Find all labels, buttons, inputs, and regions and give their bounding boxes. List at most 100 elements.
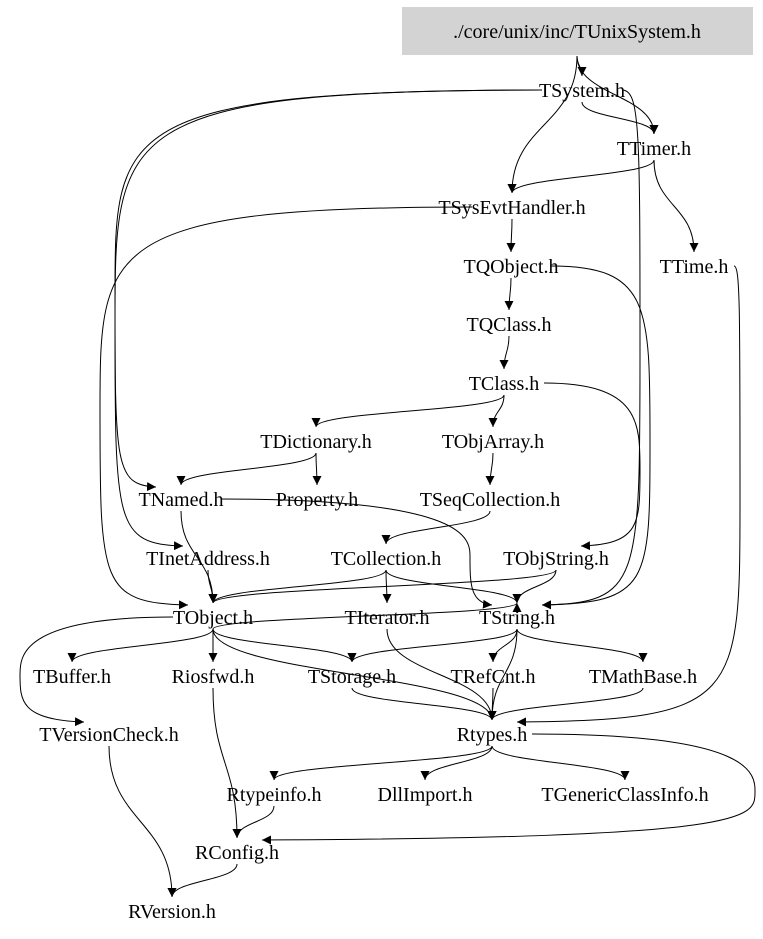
edge-TObjArray-to-TSeqCollection (485, 452, 495, 486)
edge-TDictionary-to-Property (312, 452, 322, 486)
graph-node[interactable]: TTimer.h (617, 138, 691, 160)
edge-TQObject-to-TQClass (504, 277, 514, 311)
edge-TClass-to-TObjArray (488, 394, 505, 428)
edge-TStorage-to-Rtypes (351, 687, 497, 721)
node-label: Property.h (276, 489, 359, 511)
graph-node[interactable]: RConfig.h (195, 842, 279, 864)
edge-RConfig-to-RVersion (167, 863, 238, 898)
edge-TSystem-to-TTimer (581, 101, 659, 135)
node-label: TQObject.h (464, 256, 559, 278)
graph-node[interactable]: TStorage.h (308, 666, 396, 688)
edge-root-to-TSysEvtHandler (507, 55, 578, 194)
node-label: TBuffer.h (33, 666, 111, 688)
graph-node[interactable]: DllImport.h (378, 784, 473, 806)
graph-node[interactable]: TGenericClassInfo.h (541, 784, 708, 806)
graph-node[interactable]: TClass.h (469, 373, 540, 395)
node-label: TGenericClassInfo.h (541, 784, 708, 806)
node-label: TIterator.h (345, 607, 430, 629)
edge-TQObject-to-TString (541, 265, 651, 610)
edge-Rtypes-to-DllImport (420, 745, 493, 781)
root-node-highlight (402, 7, 753, 55)
graph-node[interactable]: TIterator.h (345, 607, 430, 629)
graph-node[interactable]: Rtypes.h (457, 724, 528, 746)
node-label: TStorage.h (308, 666, 396, 688)
graph-node[interactable]: RVersion.h (128, 901, 216, 923)
node-label: TString.h (479, 607, 555, 629)
node-label: TQClass.h (467, 314, 552, 336)
edge-TSystem-to-TString (541, 89, 641, 610)
edge-Riosfwd-to-RConfig (212, 687, 242, 839)
graph-node[interactable]: TQClass.h (467, 314, 552, 336)
edge-TSysEvtHandler-to-TQObject (506, 218, 516, 253)
node-label: TTime.h (660, 256, 729, 278)
graph-node[interactable]: TSysEvtHandler.h (438, 197, 585, 219)
graph-node[interactable]: TSeqCollection.h (420, 489, 561, 511)
edge-TSysEvtHandler-to-TObject (99, 206, 473, 610)
node-label: TSystem.h (539, 80, 625, 102)
edge-Rtypes-to-TGenericClassInfo (491, 745, 630, 781)
edge-Rtypeinfo-to-RConfig (232, 805, 275, 839)
edge-TNamed-to-TString (220, 498, 493, 609)
edge-TObject-to-Rtypes (212, 628, 497, 721)
graph-node[interactable]: TObjArray.h (442, 431, 544, 453)
graph-node[interactable]: TNamed.h (139, 489, 224, 511)
node-label: TMathBase.h (589, 666, 697, 688)
graph-node[interactable]: TCollection.h (331, 548, 442, 570)
node-label: TObject.h (173, 607, 253, 629)
node-label: Rtypeinfo.h (227, 784, 322, 806)
graph-node[interactable]: TRefCnt.h (451, 666, 536, 688)
graph-node[interactable]: TDictionary.h (260, 431, 371, 453)
edge-TObjString-to-TObject (208, 569, 557, 604)
node-label: TInetAddress.h (146, 548, 270, 570)
node-label: ./core/unix/inc/TUnixSystem.h (453, 21, 701, 43)
node-label: TClass.h (469, 373, 540, 395)
node-label: TCollection.h (331, 548, 442, 570)
edge-TVersionCheck-to-RVersion (108, 745, 177, 898)
edge-TSystem-to-TInetAddress (114, 89, 543, 551)
graph-node[interactable]: TString.h (479, 607, 555, 629)
edge-TCollection-to-TString (385, 569, 522, 604)
node-label: Riosfwd.h (172, 666, 255, 688)
graph-node[interactable]: TSystem.h (539, 80, 625, 102)
graph-node[interactable]: TTime.h (660, 256, 729, 278)
node-label: TNamed.h (139, 489, 224, 511)
edge-TObjString-to-TString (512, 569, 557, 604)
node-label: TRefCnt.h (451, 666, 536, 688)
graph-node[interactable]: TVersionCheck.h (39, 724, 178, 746)
graph-node[interactable]: ./core/unix/inc/TUnixSystem.h (402, 7, 753, 55)
edge-TObject-to-TString (212, 602, 522, 630)
node-label: TObjArray.h (442, 431, 544, 453)
node-label: RConfig.h (195, 842, 279, 864)
edge-TClass-to-TDictionary (311, 394, 505, 428)
edge-TQClass-to-TClass (499, 335, 510, 370)
node-label: DllImport.h (378, 784, 473, 806)
graph-node[interactable]: TInetAddress.h (146, 548, 270, 570)
graph-node[interactable]: TBuffer.h (33, 666, 111, 688)
edge-TString-to-Rtypes (487, 628, 518, 721)
edge-TTimer-to-TSysEvtHandler (507, 159, 655, 194)
edge-Rtypes-to-RConfig (261, 733, 756, 845)
node-label: RVersion.h (128, 901, 216, 923)
node-label: Rtypes.h (457, 724, 528, 746)
edge-TTime-to-Rtypes (516, 265, 741, 727)
edge-TString-to-TMathBase (516, 628, 648, 663)
graph-node[interactable]: Rtypeinfo.h (227, 784, 322, 806)
edge-root-to-TSystem (576, 55, 587, 77)
graph-node[interactable]: TQObject.h (464, 256, 559, 278)
edge-TIterator-to-Rtypes (386, 628, 497, 721)
edge-TMathBase-to-Rtypes (487, 687, 644, 721)
graph-node[interactable]: TMathBase.h (589, 666, 697, 688)
graph-node[interactable]: Riosfwd.h (172, 666, 255, 688)
node-label: TObjString.h (503, 548, 609, 570)
node-label: TSysEvtHandler.h (438, 197, 585, 219)
graph-node[interactable]: TObjString.h (503, 548, 609, 570)
graph-node[interactable]: Property.h (276, 489, 359, 511)
graph-node[interactable]: TObject.h (173, 607, 253, 629)
edge-TClass-to-TObjString (543, 382, 641, 551)
edge-TDictionary-to-TNamed (176, 452, 317, 486)
edge-TSeqCollection-to-TCollection (381, 510, 491, 545)
edge-TObject-to-TStorage (212, 628, 357, 663)
edge-TInetAddress-to-TObject (207, 569, 218, 604)
